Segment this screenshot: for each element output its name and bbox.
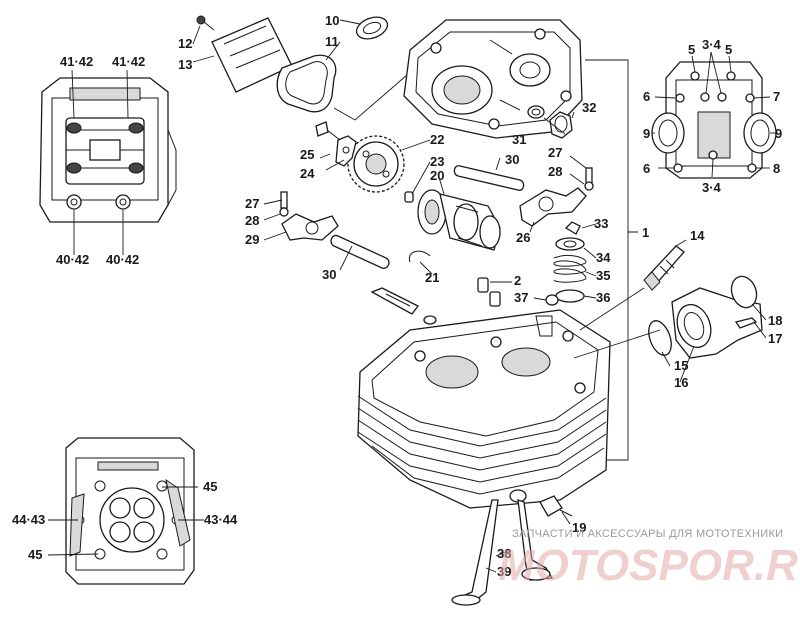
label-15: 15 (674, 358, 688, 373)
label-9-right: 9 (775, 126, 782, 141)
drain-plug (539, 495, 573, 525)
watermark-subtitle: ЗАПЧАСТИ И АКСЕССУАРЫ ДЛЯ МОТОТЕХНИКИ (512, 528, 783, 540)
label-13: 13 (178, 57, 192, 72)
rocker-arm-intake (263, 191, 339, 241)
label-28-left: 28 (245, 213, 259, 228)
label-11: 11 (325, 34, 339, 49)
label-2: 2 (514, 273, 521, 288)
rocker-shafts (330, 157, 525, 271)
label-14: 14 (690, 228, 705, 243)
cylinder-head (357, 309, 611, 509)
label-33: 33 (594, 216, 608, 231)
label-16: 16 (674, 375, 688, 390)
label-21: 21 (425, 270, 439, 285)
plug-and-oring (527, 105, 575, 139)
label-40-42-right: 40·42 (106, 252, 139, 267)
label-37: 37 (514, 290, 528, 305)
label-3-4-top: 3·4 (702, 37, 722, 52)
label-17: 17 (768, 331, 782, 346)
watermark-brand: MOTOSPOR.RU (498, 541, 800, 590)
label-30-bottom: 30 (322, 267, 336, 282)
dowel-pins (370, 277, 512, 325)
label-19: 19 (572, 520, 586, 535)
label-35: 35 (596, 268, 610, 283)
label-3-4-bottom: 3·4 (702, 180, 722, 195)
label-41-42-left: 41·42 (60, 54, 93, 69)
label-5-left: 5 (688, 42, 695, 57)
label-22: 22 (430, 132, 444, 147)
label-32: 32 (582, 100, 596, 115)
label-39: 39 (497, 564, 511, 579)
label-44-43: 44·43 (12, 512, 45, 527)
label-23: 23 (430, 154, 444, 169)
label-34: 34 (596, 250, 611, 265)
label-10: 10 (325, 13, 339, 28)
label-8: 8 (773, 161, 780, 176)
label-38: 38 (497, 546, 511, 561)
label-41-42-right: 41·42 (112, 54, 145, 69)
label-5-right: 5 (725, 42, 732, 57)
circlip (408, 250, 431, 263)
spark-plug (579, 239, 687, 331)
inset-head-top-view (39, 69, 177, 255)
label-7: 7 (773, 89, 780, 104)
rocker-arm-exhaust (519, 155, 594, 233)
label-6-bottom: 6 (643, 161, 650, 176)
watermark: MOTOSPOR.RU ЗАПЧАСТИ И АКСЕССУАРЫ ДЛЯ МО… (498, 528, 800, 590)
label-28-right: 28 (548, 164, 562, 179)
label-26: 26 (516, 230, 530, 245)
label-25: 25 (300, 147, 314, 162)
label-6-top: 6 (643, 89, 650, 104)
label-30-top: 30 (505, 152, 519, 167)
label-18: 18 (768, 313, 782, 328)
label-31: 31 (512, 132, 526, 147)
cam-sprocket-assembly (315, 121, 431, 203)
camshaft (417, 173, 501, 251)
valve-spring-stack (533, 221, 597, 306)
label-36: 36 (596, 290, 610, 305)
label-29: 29 (245, 232, 259, 247)
valves (451, 499, 554, 606)
label-40-42-left: 40·42 (56, 252, 89, 267)
inset-head-bottom-view (47, 437, 204, 585)
label-43-44: 43·44 (204, 512, 238, 527)
label-20: 20 (430, 168, 444, 183)
label-24: 24 (300, 166, 315, 181)
label-1: 1 (642, 225, 649, 240)
label-12: 12 (178, 36, 192, 51)
label-45-bottom: 45 (28, 547, 42, 562)
label-27-left: 27 (245, 196, 259, 211)
valve-cover-assembly (192, 15, 423, 121)
label-27-right: 27 (548, 145, 562, 160)
label-9-left: 9 (643, 126, 650, 141)
intake-boot (573, 275, 767, 383)
inset-cam-cover (651, 51, 777, 179)
label-45-top: 45 (203, 479, 217, 494)
